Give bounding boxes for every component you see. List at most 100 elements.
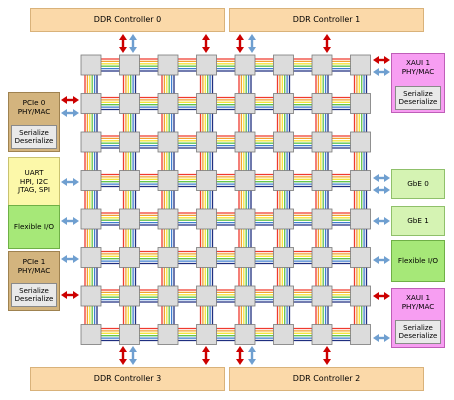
processor-tile xyxy=(196,93,217,114)
memory-arrow-top-head xyxy=(119,47,127,53)
memory-arrow-bottom-head xyxy=(119,359,127,365)
processor-tile xyxy=(157,247,179,268)
processor-tile xyxy=(157,170,179,191)
io-arrow-right-head xyxy=(384,174,390,182)
memory-arrow-bottom-head xyxy=(202,359,210,365)
processor-tile xyxy=(196,208,217,230)
processor-tile xyxy=(80,54,102,76)
processor-tile xyxy=(234,131,256,153)
io-arrow-left-head xyxy=(61,178,67,186)
processor-tile xyxy=(119,131,140,153)
processor-tile xyxy=(119,324,140,345)
memory-arrow-left-head xyxy=(61,96,67,104)
memory-arrow-right-head xyxy=(384,292,390,300)
io-arrow-left-head xyxy=(73,217,79,225)
io-arrow-bottom-head xyxy=(248,346,256,352)
memory-arrow-top-head xyxy=(236,34,244,40)
processor-tile xyxy=(311,54,333,76)
processor-tile xyxy=(196,324,217,345)
io-arrow-left-head xyxy=(61,255,67,263)
processor-tile xyxy=(119,93,140,114)
processor-tile xyxy=(273,170,294,191)
processor-tile xyxy=(119,54,140,76)
processor-tile xyxy=(234,208,256,230)
memory-arrow-bottom-head xyxy=(236,346,244,352)
processor-tile xyxy=(119,208,140,230)
processor-tile xyxy=(80,170,102,191)
memory-arrow-left-head xyxy=(61,291,67,299)
processor-tile xyxy=(80,208,102,230)
io-arrow-right-head xyxy=(384,217,390,225)
io-arrow-left-head xyxy=(73,178,79,186)
processor-tile xyxy=(311,285,333,307)
io-arrow-top-head xyxy=(129,47,137,53)
processor-tile xyxy=(350,324,371,345)
processor-tile xyxy=(157,93,179,114)
io-arrow-bottom-head xyxy=(248,359,256,365)
io-arrow-right-head xyxy=(384,334,390,342)
io-arrow-top-head xyxy=(248,47,256,53)
processor-tile xyxy=(80,285,102,307)
io-arrow-right-head xyxy=(373,217,379,225)
io-arrow-left-head xyxy=(73,109,79,117)
io-arrow-top-head xyxy=(129,34,137,40)
io-arrow-right-head xyxy=(373,334,379,342)
processor-tile xyxy=(234,285,256,307)
ddr-controller-2: DDR Controller 2 xyxy=(229,367,424,391)
io-arrow-left-head xyxy=(73,255,79,263)
io-arrow-right-head xyxy=(384,186,390,194)
processor-tile xyxy=(350,93,371,114)
processor-tile xyxy=(234,54,256,76)
ddr-controller-3: DDR Controller 3 xyxy=(30,367,225,391)
flexible-io-left: Flexible I/O xyxy=(8,205,60,249)
processor-tile xyxy=(196,54,217,76)
processor-tile xyxy=(273,54,294,76)
memory-arrow-top-head xyxy=(202,47,210,53)
processor-tile xyxy=(80,93,102,114)
processor-tile xyxy=(119,247,140,268)
processor-tile xyxy=(234,324,256,345)
processor-tile xyxy=(234,247,256,268)
io-arrow-right-head xyxy=(373,174,379,182)
io-arrow-bottom-head xyxy=(129,359,137,365)
ddr-controller-1: DDR Controller 1 xyxy=(229,8,424,32)
processor-tile xyxy=(273,247,294,268)
io-arrow-left-head xyxy=(61,217,67,225)
io-arrow-right-head xyxy=(384,256,390,264)
io-arrow-right-head xyxy=(373,256,379,264)
processor-tile xyxy=(157,131,179,153)
processor-tile xyxy=(196,170,217,191)
ddr-controller-0: DDR Controller 0 xyxy=(30,8,225,32)
processor-tile xyxy=(234,93,256,114)
processor-tile xyxy=(234,170,256,191)
gbe-0-block: GbE 0 xyxy=(391,169,445,199)
processor-tile xyxy=(350,170,371,191)
processor-tile xyxy=(350,131,371,153)
processor-tile xyxy=(311,247,333,268)
processor-tile xyxy=(80,131,102,153)
processor-tile xyxy=(196,131,217,153)
processor-tile xyxy=(80,324,102,345)
processor-tile xyxy=(350,54,371,76)
processor-tile xyxy=(80,247,102,268)
processor-tile xyxy=(350,247,371,268)
processor-tile xyxy=(273,131,294,153)
processor-tile xyxy=(311,170,333,191)
memory-arrow-bottom-head xyxy=(323,346,331,352)
processor-tile xyxy=(196,247,217,268)
memory-arrow-bottom-head xyxy=(202,346,210,352)
memory-arrow-top-head xyxy=(202,34,210,40)
memory-arrow-top-head xyxy=(119,34,127,40)
memory-arrow-bottom-head xyxy=(236,359,244,365)
memory-arrow-right-head xyxy=(373,56,379,64)
processor-tile xyxy=(311,131,333,153)
io-arrow-right-head xyxy=(384,68,390,76)
memory-arrow-top-head xyxy=(236,47,244,53)
memory-arrow-right-head xyxy=(384,56,390,64)
io-arrow-left-head xyxy=(61,109,67,117)
